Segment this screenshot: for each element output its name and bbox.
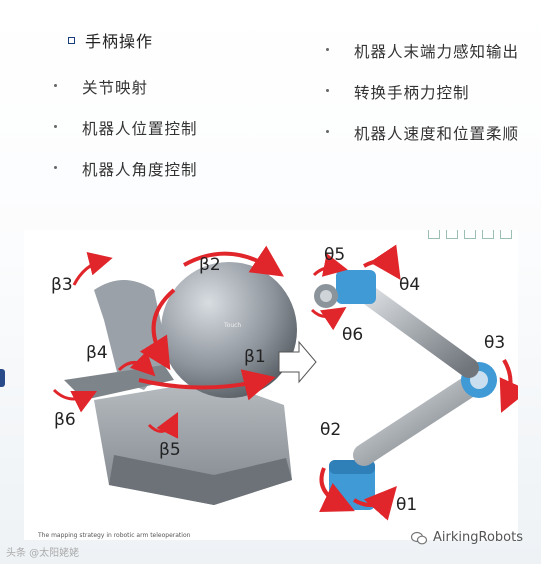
theta5-arrow: [312, 253, 348, 277]
beta-label: β5: [159, 440, 181, 460]
haptic-device: Touch: [64, 262, 297, 505]
beta-label: β4: [86, 343, 108, 363]
beta2-arrow-lower: [139, 288, 176, 371]
toolbar-button[interactable]: [464, 230, 476, 239]
theta2-arrow: [319, 467, 355, 513]
bullet-dot-icon: [326, 48, 329, 51]
theta4-arrow: [363, 244, 401, 280]
theta-label: θ1: [396, 495, 417, 515]
device-brand-text: Touch: [223, 322, 241, 329]
toolbar-button[interactable]: [446, 230, 458, 239]
beta-label: β6: [54, 410, 76, 430]
beta-label: β2: [199, 255, 221, 275]
bullet-dot-icon: [326, 89, 329, 92]
theta-label: θ3: [484, 333, 505, 353]
toolbar-button[interactable]: [500, 230, 512, 239]
beta-label: β3: [51, 275, 73, 295]
list-item: 转换手柄力控制: [326, 81, 519, 122]
watermark-left: 头条 @太阳姥姥: [6, 548, 80, 559]
bullet-dot-icon: [54, 125, 57, 128]
list-item: 机器人速度和位置柔顺: [326, 122, 519, 163]
right-bullet-list: 机器人末端力感知输出 转换手柄力控制 机器人速度和位置柔顺: [326, 40, 519, 163]
theta6-arrow: [310, 307, 347, 331]
list-item: 关节映射: [54, 76, 198, 117]
watermark-right: AirkingRobots: [411, 530, 523, 545]
teleoperation-figure: Touch β2 β3 β4 β1 β6 β5: [24, 230, 529, 540]
figure-toolbar: [428, 230, 512, 239]
watermark-right-text: AirkingRobots: [433, 530, 523, 545]
theta-label: θ6: [342, 325, 363, 345]
list-item: 机器人末端力感知输出: [326, 40, 519, 81]
bullet-dot-icon: [54, 84, 57, 87]
theta-label: θ5: [324, 245, 345, 265]
beta4-arrow: [117, 350, 156, 377]
theta3-arrow: [499, 358, 529, 413]
bullet-dot-icon: [54, 166, 57, 169]
theta-label: θ4: [399, 275, 420, 295]
beta1-arrow: [138, 369, 276, 401]
heading: 手柄操作: [68, 28, 153, 52]
beta3-arrow: [72, 252, 113, 286]
wechat-icon: [411, 531, 428, 544]
list-item: 机器人角度控制: [54, 158, 198, 199]
robot-arm: [314, 270, 497, 510]
beta5-arrow: [147, 411, 179, 439]
slide-nav-handle[interactable]: [0, 369, 5, 387]
mapping-arrow-icon: [278, 340, 317, 384]
square-bullet-icon: [68, 36, 75, 44]
theta-label: θ2: [320, 420, 341, 440]
theta1-arrow: [352, 486, 397, 521]
toolbar-button[interactable]: [482, 230, 494, 239]
beta2-arrow: [183, 245, 284, 277]
toolbar-button[interactable]: [428, 230, 440, 239]
left-bullet-list: 关节映射 机器人位置控制 机器人角度控制: [54, 76, 198, 199]
bullet-dot-icon: [326, 130, 329, 133]
figure-caption: The mapping strategy in robotic arm tele…: [38, 532, 191, 539]
beta-label: β1: [244, 347, 266, 367]
mapping-illustration: Touch β2 β3 β4 β1 β6 β5: [51, 244, 529, 521]
heading-text: 手柄操作: [85, 32, 154, 51]
list-item: 机器人位置控制: [54, 117, 198, 158]
beta6-arrow: [52, 388, 98, 413]
